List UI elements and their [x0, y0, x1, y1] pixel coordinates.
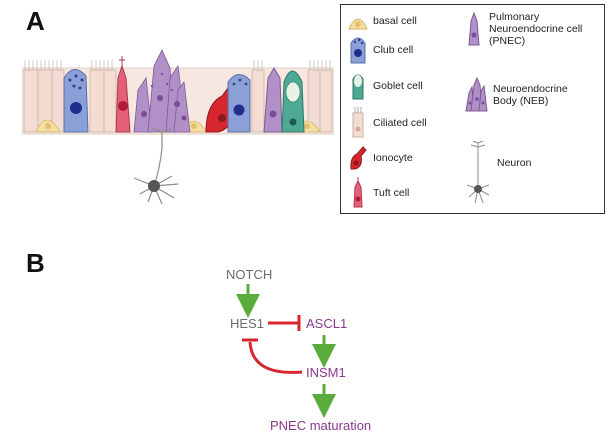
legend-label-neb-line1: Neuroendocrine — [493, 83, 568, 95]
cilia-right — [253, 60, 331, 70]
club-cell-icon — [350, 37, 366, 64]
legend-item-tuft-cell: Tuft cell — [347, 177, 409, 209]
ascl1-label: ASCL1 — [306, 316, 348, 331]
panel-b-label: B — [26, 248, 45, 278]
legend-item-basal-cell: basal cell — [347, 11, 417, 31]
tuft-cell-icon — [353, 177, 363, 208]
notch-label: NOTCH — [226, 267, 273, 282]
ionocyte-icon — [350, 146, 367, 170]
legend-label-pnec-line3: (PNEC) — [489, 35, 526, 47]
goblet-cell-icon — [352, 74, 364, 100]
legend-item-neb: Neuroendocrine Body (NEB) — [463, 77, 568, 113]
legend-label-basal-cell: basal cell — [373, 15, 417, 27]
legend-label-ciliated-cell: Ciliated cell — [373, 117, 427, 129]
tuft-cell — [115, 56, 131, 133]
ciliated-cells-right — [251, 69, 333, 133]
legend-label-neuron: Neuron — [497, 157, 532, 169]
ciliated-cell-icon — [352, 107, 364, 138]
panel-a-label: A — [26, 6, 45, 36]
insm1-label: INSM1 — [306, 365, 346, 380]
neuron-icon — [466, 141, 490, 204]
airway-epithelium-illustration — [22, 49, 334, 205]
legend-label-tuft-cell: Tuft cell — [373, 187, 410, 199]
neuron — [133, 127, 179, 205]
hes1-label: HES1 — [230, 316, 264, 331]
legend-item-pnec: Pulmonary Neuroendocrine cell (PNEC) — [463, 11, 582, 47]
inhibit-insm1-to-hes1 — [248, 341, 303, 374]
legend-item-goblet-cell: Goblet cell — [347, 71, 423, 101]
club-cell-right — [227, 74, 251, 133]
legend-item-neuron: Neuron — [463, 141, 531, 205]
legend-item-club-cell: Club cell — [347, 35, 413, 65]
legend-item-ciliated-cell: Ciliated cell — [347, 107, 427, 139]
pnec-maturation-label: PNEC maturation — [270, 418, 372, 433]
neuroendocrine-body — [133, 49, 191, 133]
goblet-cell — [281, 70, 305, 133]
legend-label-goblet-cell: Goblet cell — [373, 80, 423, 92]
legend-label-club-cell: Club cell — [373, 44, 414, 56]
basal-cell-icon — [348, 18, 368, 30]
legend-label-pnec-line1: Pulmonary — [489, 11, 540, 23]
legend-label-neb-line2: Body (NEB) — [493, 95, 549, 107]
pnec-cell — [263, 67, 283, 133]
pnec-icon — [468, 11, 480, 46]
neuron-soma — [148, 180, 160, 192]
legend-label-ionocyte: Ionocyte — [373, 152, 413, 164]
neb-icon — [465, 77, 488, 112]
legend-label-pnec-line2: Neuroendocrine cell — [489, 23, 583, 35]
cell-type-legend: basal cell Club cell Goblet cell Ciliate… — [340, 4, 605, 214]
cilia-left — [24, 60, 113, 70]
club-cell-left — [63, 69, 89, 133]
legend-item-ionocyte: Ionocyte — [347, 145, 413, 171]
